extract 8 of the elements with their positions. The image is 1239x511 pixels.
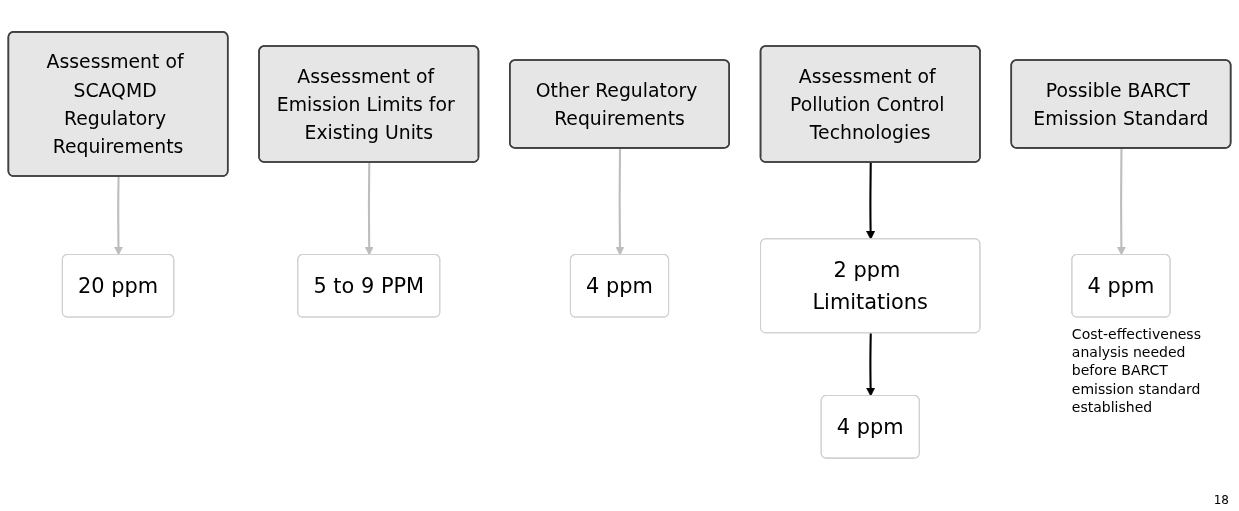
note-text: Cost-effectiveness analysis needed before BARCT emission standard established — [1071, 325, 1202, 416]
arrow — [113, 176, 124, 256]
page-number: 18 — [1213, 493, 1229, 507]
arrow — [364, 162, 374, 256]
arrow — [615, 148, 625, 256]
arrow — [1116, 148, 1126, 256]
arrow — [866, 162, 876, 240]
arrow — [866, 333, 876, 397]
